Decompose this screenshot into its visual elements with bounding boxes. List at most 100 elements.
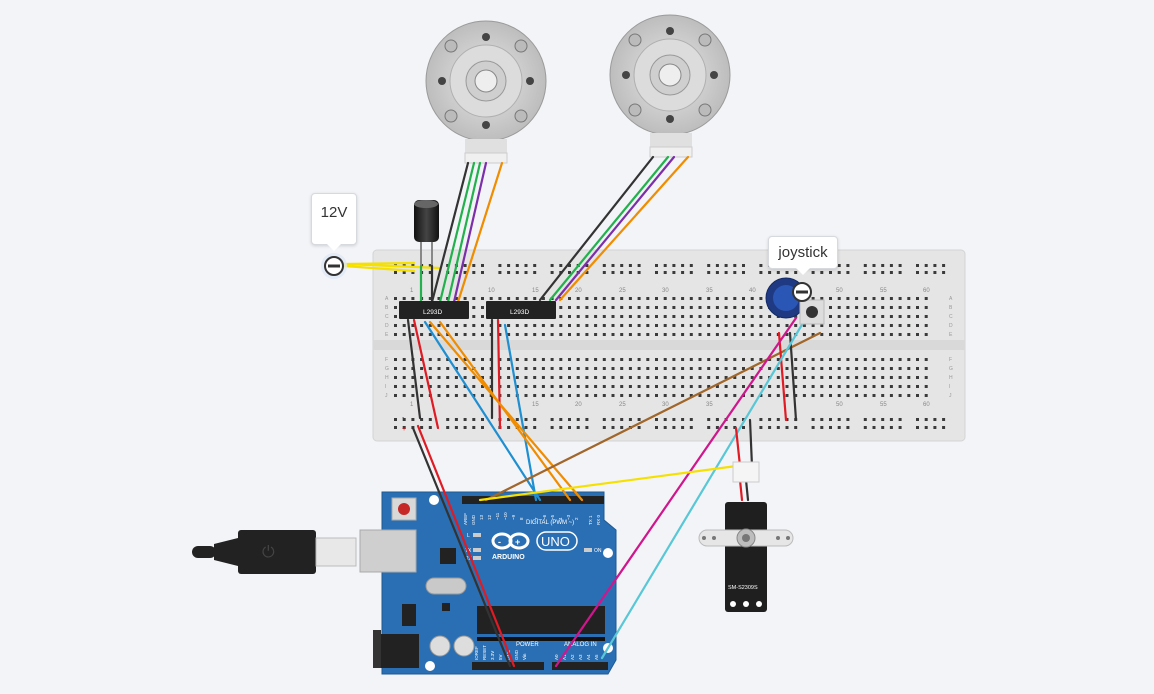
power-supply-label: 12V [320, 204, 348, 221]
svg-text:H: H [385, 375, 389, 381]
led-l-label: L [467, 533, 470, 539]
crystal-oscillator [425, 577, 467, 595]
board-brand: ARDUINO [492, 554, 525, 561]
digital-header[interactable] [462, 496, 604, 504]
svg-text:E: E [385, 332, 389, 338]
analog-pin-labels: A0 A1 A2 A3 A4 A5 [554, 654, 599, 660]
small-chip [442, 603, 450, 611]
l293d-chip-1[interactable]: L293D [399, 301, 469, 319]
svg-text:A3: A3 [578, 654, 583, 660]
svg-text:GND: GND [471, 514, 476, 525]
electrolytic-capacitor[interactable] [414, 200, 439, 266]
breadboard[interactable]: 1 10 15 20 25 30 35 40 45 50 55 60 1 15 … [372, 249, 966, 442]
usb-chip [440, 548, 456, 564]
wire-black [788, 331, 798, 422]
wire-black [430, 161, 470, 304]
svg-text:8: 8 [519, 517, 524, 520]
wire-blue [503, 323, 538, 502]
l293d-chip-2[interactable]: L293D [486, 301, 556, 319]
svg-text:50: 50 [836, 402, 843, 408]
digital-pin-labels: AREF GND 13 12 ~11 ~10 ~9 8 7 ~6 ~5 4 ~3… [463, 512, 601, 525]
svg-text:-: - [498, 537, 501, 547]
wire-yellow [478, 463, 746, 502]
svg-text:~6: ~6 [542, 514, 547, 520]
svg-text:I: I [385, 384, 386, 390]
led-l [473, 533, 481, 537]
wire-orange [438, 320, 572, 502]
svg-text:7: 7 [534, 517, 539, 520]
wire-purple [554, 155, 676, 302]
svg-text:~10: ~10 [503, 512, 508, 520]
wire-green [446, 161, 482, 304]
servo-connector [732, 461, 760, 483]
wire-blue [423, 320, 542, 502]
icsp-strip [477, 637, 605, 641]
svg-text:IOREF: IOREF [474, 646, 479, 660]
wire-red [777, 331, 788, 422]
power-supply-tooltip: 12V [311, 193, 357, 251]
wire-yellow [342, 262, 442, 270]
dc-motor-left[interactable] [425, 20, 547, 164]
svg-text:A4: A4 [586, 654, 591, 660]
svg-text:~11: ~11 [495, 512, 500, 520]
svg-text:1: 1 [410, 288, 414, 294]
svg-text:G: G [385, 366, 389, 372]
svg-text:1: 1 [410, 402, 414, 408]
svg-text:10: 10 [488, 288, 495, 294]
joystick-probe-icon[interactable] [792, 282, 812, 302]
wires [342, 155, 822, 668]
svg-text:A: A [949, 296, 953, 302]
svg-text:+: + [515, 537, 520, 547]
svg-text:12: 12 [487, 514, 492, 520]
svg-text:D: D [385, 323, 389, 329]
svg-text:20: 20 [575, 402, 582, 408]
wire-black [538, 155, 655, 302]
svg-text:B: B [385, 305, 389, 311]
wire-black [406, 318, 422, 420]
arduino-uno-board[interactable]: - + ARDUINO UNO DIGITAL (PWM ~) POWER AN… [359, 491, 617, 675]
voltage-regulator [402, 604, 416, 626]
svg-text:15: 15 [532, 402, 539, 408]
svg-text:~9: ~9 [511, 514, 516, 520]
usb-symbol-icon: ⏻ [262, 544, 275, 561]
analog-header[interactable] [552, 662, 608, 670]
svg-text:35: 35 [706, 402, 713, 408]
led-tx [473, 548, 481, 552]
svg-text:30: 30 [662, 288, 669, 294]
digital-header-label: DIGITAL (PWM ~) [526, 520, 574, 526]
usb-cable[interactable]: ⏻ [192, 530, 357, 574]
chip-label: L293D [510, 309, 529, 316]
svg-text:C: C [385, 314, 389, 320]
mounting-hole [425, 661, 435, 671]
svg-text:Vin: Vin [522, 653, 527, 660]
power-header[interactable] [472, 662, 544, 670]
svg-text:H: H [949, 375, 953, 381]
power-probe-icon[interactable] [321, 253, 347, 279]
svg-text:35: 35 [706, 288, 713, 294]
capacitor [429, 635, 451, 657]
servo-motor[interactable]: SM-S2309S [698, 461, 794, 612]
svg-text:2: 2 [574, 517, 579, 520]
svg-text:40: 40 [749, 288, 756, 294]
svg-text:A1: A1 [562, 654, 567, 660]
wire-red [416, 424, 516, 668]
svg-text:G: G [949, 366, 953, 372]
svg-text:J: J [949, 393, 952, 399]
svg-text:15: 15 [532, 288, 539, 294]
joystick-label: joystick [778, 244, 828, 261]
led-rx [473, 556, 481, 560]
svg-text:~5: ~5 [550, 514, 555, 520]
svg-text:AREF: AREF [463, 513, 468, 525]
svg-text:25: 25 [619, 402, 626, 408]
svg-text:30: 30 [662, 402, 669, 408]
svg-text:20: 20 [575, 288, 582, 294]
power-header-label: POWER [516, 642, 539, 648]
svg-text:RESET: RESET [482, 645, 487, 660]
svg-text:GND: GND [514, 649, 519, 660]
svg-text:4: 4 [558, 517, 563, 520]
reset-button[interactable] [398, 503, 410, 515]
dc-motor-right[interactable] [609, 14, 731, 158]
svg-text:A5: A5 [594, 654, 599, 660]
svg-text:60: 60 [923, 288, 930, 294]
on-led [584, 548, 592, 552]
